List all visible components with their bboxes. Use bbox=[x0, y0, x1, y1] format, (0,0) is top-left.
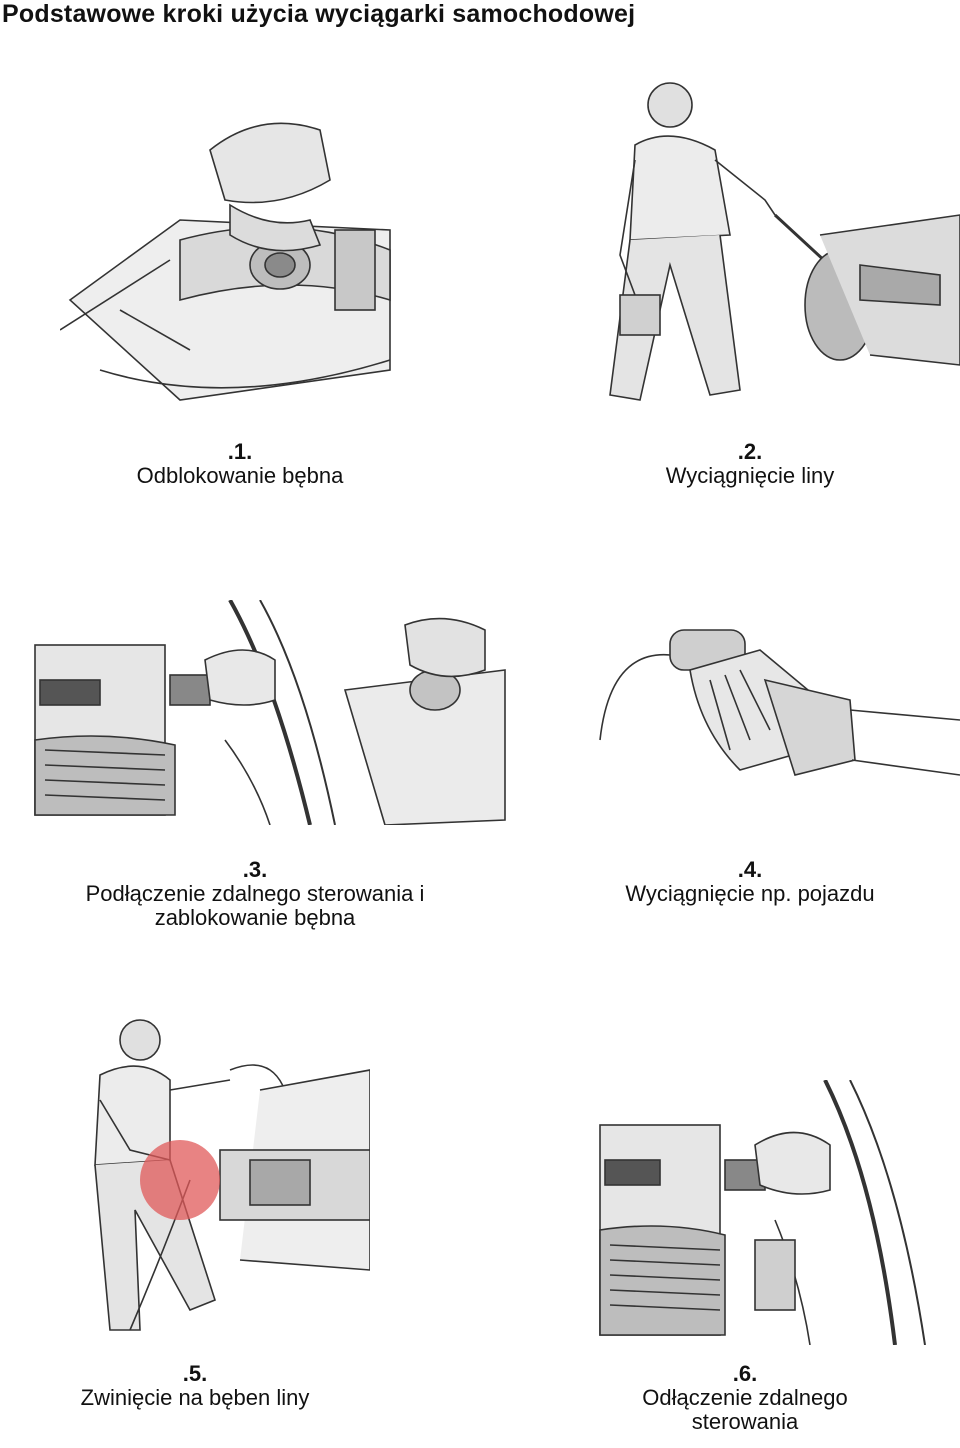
step-3-caption: .3. Podłączenie zdalnego sterowania i za… bbox=[20, 858, 490, 930]
illustration-remote-hand bbox=[590, 600, 960, 825]
document-title: Podstawowe kroki użycia wyciągarki samoc… bbox=[2, 0, 636, 28]
illustration-rope-pull bbox=[590, 65, 960, 435]
step-5-label: Zwinięcie na bęben liny bbox=[80, 1385, 310, 1410]
step-4-caption: .4. Wyciągnięcie np. pojazdu bbox=[570, 858, 930, 906]
step-6-number: .6. bbox=[732, 1361, 758, 1386]
step-6-caption: .6. Odłączenie zdalnego sterowania bbox=[600, 1362, 890, 1434]
step-4-label: Wyciągnięcie np. pojazdu bbox=[625, 881, 875, 906]
step-2-label: Wyciągnięcie liny bbox=[665, 463, 835, 488]
illustration-remote-disconnect bbox=[595, 1080, 940, 1345]
illustration-remote-connect bbox=[25, 600, 510, 825]
step-5-number: .5. bbox=[182, 1361, 208, 1386]
step-1-label: Odblokowanie bębna bbox=[136, 463, 344, 488]
step-6-label: Odłączenie zdalnego sterowania bbox=[642, 1385, 848, 1434]
step-3-label: Podłączenie zdalnego sterowania i zablok… bbox=[85, 881, 425, 930]
step-4-number: .4. bbox=[737, 857, 763, 882]
step-2-number: .2. bbox=[737, 439, 763, 464]
step-2-caption: .2. Wyciągnięcie liny bbox=[570, 440, 930, 488]
illustration-drum-unlock bbox=[60, 70, 400, 435]
illustration-rope-winding bbox=[70, 1010, 370, 1340]
step-3-number: .3. bbox=[242, 857, 268, 882]
step-1-number: .1. bbox=[227, 439, 253, 464]
step-1-caption: .1. Odblokowanie bębna bbox=[60, 440, 420, 488]
highlight-marker bbox=[140, 1140, 220, 1220]
step-5-caption: .5. Zwinięcie na bęben liny bbox=[20, 1362, 370, 1410]
